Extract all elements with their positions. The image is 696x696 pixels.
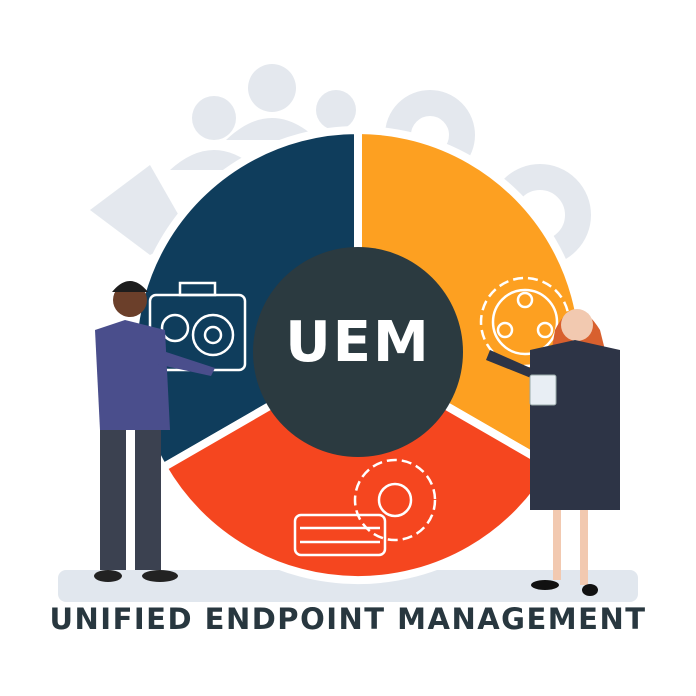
man-figure — [94, 281, 215, 582]
center-circle — [253, 247, 463, 457]
woman-figure — [486, 309, 620, 596]
ground-bar — [58, 570, 638, 602]
center-label: UEM — [285, 310, 431, 375]
caption: UNIFIED ENDPOINT MANAGEMENT — [49, 602, 647, 636]
gears-machine-icon — [293, 458, 437, 557]
segment-red — [157, 350, 559, 585]
